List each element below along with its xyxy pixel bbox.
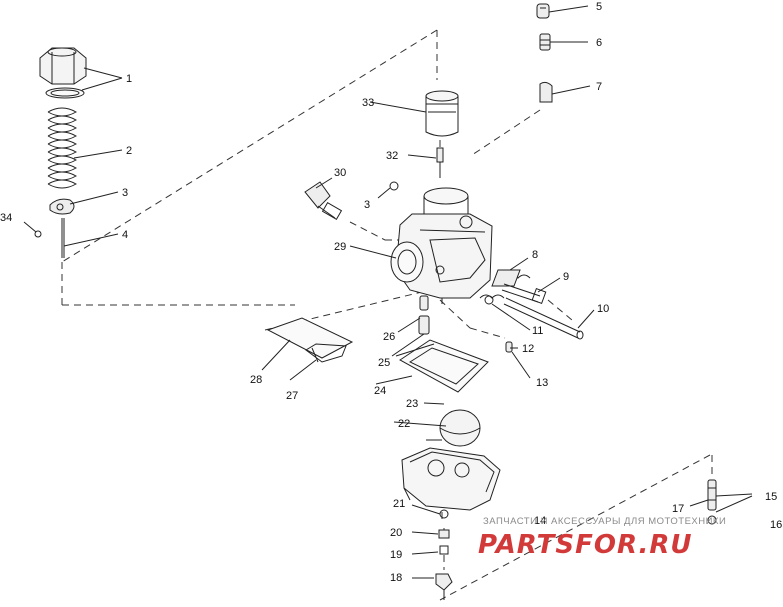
part-cap-1 [39, 47, 87, 99]
part-pilot-screw-8 [491, 269, 531, 287]
callout-23: 23 [406, 398, 418, 410]
callout-19: 19 [390, 549, 402, 561]
callout-29: 29 [334, 241, 346, 253]
callout-7: 7 [596, 81, 602, 93]
callout-33: 33 [362, 97, 374, 109]
callout-21: 21 [393, 498, 405, 510]
part-eclip-34 [34, 230, 42, 238]
part-jets-26 [418, 295, 430, 335]
part-float-22 [426, 409, 481, 447]
part-gasket-24 [399, 339, 489, 393]
callout-17: 17 [672, 503, 684, 515]
callout-labels: 1 2 3 4 34 5 6 7 33 32 30 3 29 8 9 10 11… [0, 1, 782, 584]
callout-26: 26 [383, 331, 395, 343]
part-plug-13 [505, 341, 513, 353]
part-spring-11 [479, 294, 505, 299]
part-main-jet-21 [439, 509, 449, 519]
callout-5: 5 [596, 1, 602, 13]
part-tube-17 [707, 479, 717, 511]
part-float-plate-28 [266, 317, 354, 363]
part-oring-12 [484, 295, 494, 305]
callout-8: 8 [532, 249, 538, 261]
callout-31: 3 [364, 199, 370, 211]
callout-3: 3 [122, 187, 128, 199]
watermark: ЗАПЧАСТИ И АКСЕССУАРЫ ДЛЯ МОТОТЕХНИКИ PA… [478, 516, 726, 560]
callout-27: 27 [286, 390, 298, 402]
part-nut-6 [539, 33, 551, 51]
part-starter-30 [304, 181, 343, 221]
callout-12: 12 [522, 343, 534, 355]
part-idle-screw-9 [501, 283, 547, 304]
callout-22: 22 [398, 418, 410, 430]
part-screw-31 [389, 181, 399, 191]
callout-15: 15 [765, 491, 777, 503]
part-needle-jet-20 [438, 529, 450, 539]
part-clamp-16 [707, 515, 717, 525]
callout-18: 18 [390, 572, 402, 584]
callout-11: 11 [532, 325, 543, 337]
leader-lines [23, 5, 753, 579]
callout-20: 20 [390, 527, 402, 539]
callout-6: 6 [596, 37, 602, 49]
dashed-assembly-lines [61, 29, 713, 601]
callout-30: 30 [334, 167, 346, 179]
part-needle-4 [61, 218, 65, 258]
callout-9: 9 [563, 271, 569, 283]
part-drain-plug-18 [435, 573, 453, 600]
part-carb-body-29 [390, 187, 493, 304]
part-washer-19 [439, 545, 449, 555]
part-spring-2 [47, 107, 78, 189]
callout-24: 24 [374, 385, 386, 397]
watermark-caption: ЗАПЧАСТИ И АКСЕССУАРЫ ДЛЯ МОТОТЕХНИКИ [483, 516, 726, 527]
part-jet-needle-32 [436, 147, 444, 178]
callout-10: 10 [597, 303, 609, 315]
watermark-logo: PARTSFOR.RU [478, 530, 692, 560]
callout-14: 14 [534, 515, 546, 527]
callout-2: 2 [126, 145, 132, 157]
callout-4: 4 [122, 229, 128, 241]
callout-16: 16 [770, 519, 782, 531]
callout-28: 28 [250, 374, 262, 386]
callout-25: 25 [378, 357, 390, 369]
callout-1: 1 [126, 73, 132, 85]
part-rod-10 [503, 297, 584, 340]
callout-32: 32 [386, 150, 398, 162]
part-float-bowl [401, 447, 501, 511]
part-adjuster-5 [536, 3, 550, 19]
part-cap-7 [539, 81, 553, 103]
callout-13: 13 [536, 377, 548, 389]
part-slide-33 [425, 90, 459, 137]
part-clip-3 [49, 198, 75, 215]
callout-34: 34 [0, 212, 12, 224]
